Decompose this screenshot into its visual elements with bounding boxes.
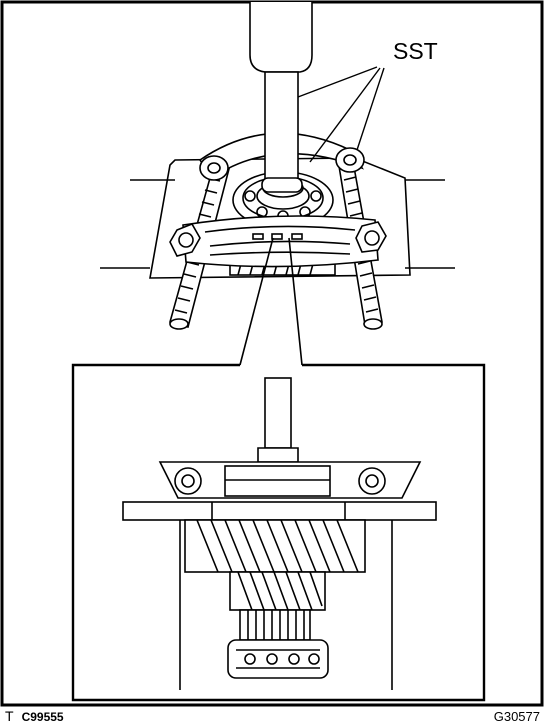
small-gear — [229, 571, 326, 611]
sst-callout-label: SST — [393, 38, 438, 64]
figure-code-right: G30577 — [493, 709, 540, 724]
lower-splitter — [169, 215, 387, 268]
figure-code-left: T C99555 — [5, 708, 64, 724]
helical-gear — [184, 519, 366, 573]
zoom-box — [71, 363, 486, 702]
press-ram-top — [249, 2, 313, 193]
figure-id: C99555 — [21, 710, 64, 724]
upper-splitter — [198, 132, 365, 181]
press-top-assembly — [100, 2, 455, 366]
press-detail — [122, 377, 437, 690]
bearing-detail — [227, 639, 329, 679]
figure-prefix: T — [5, 708, 14, 724]
sst-leader-lines — [297, 66, 385, 163]
